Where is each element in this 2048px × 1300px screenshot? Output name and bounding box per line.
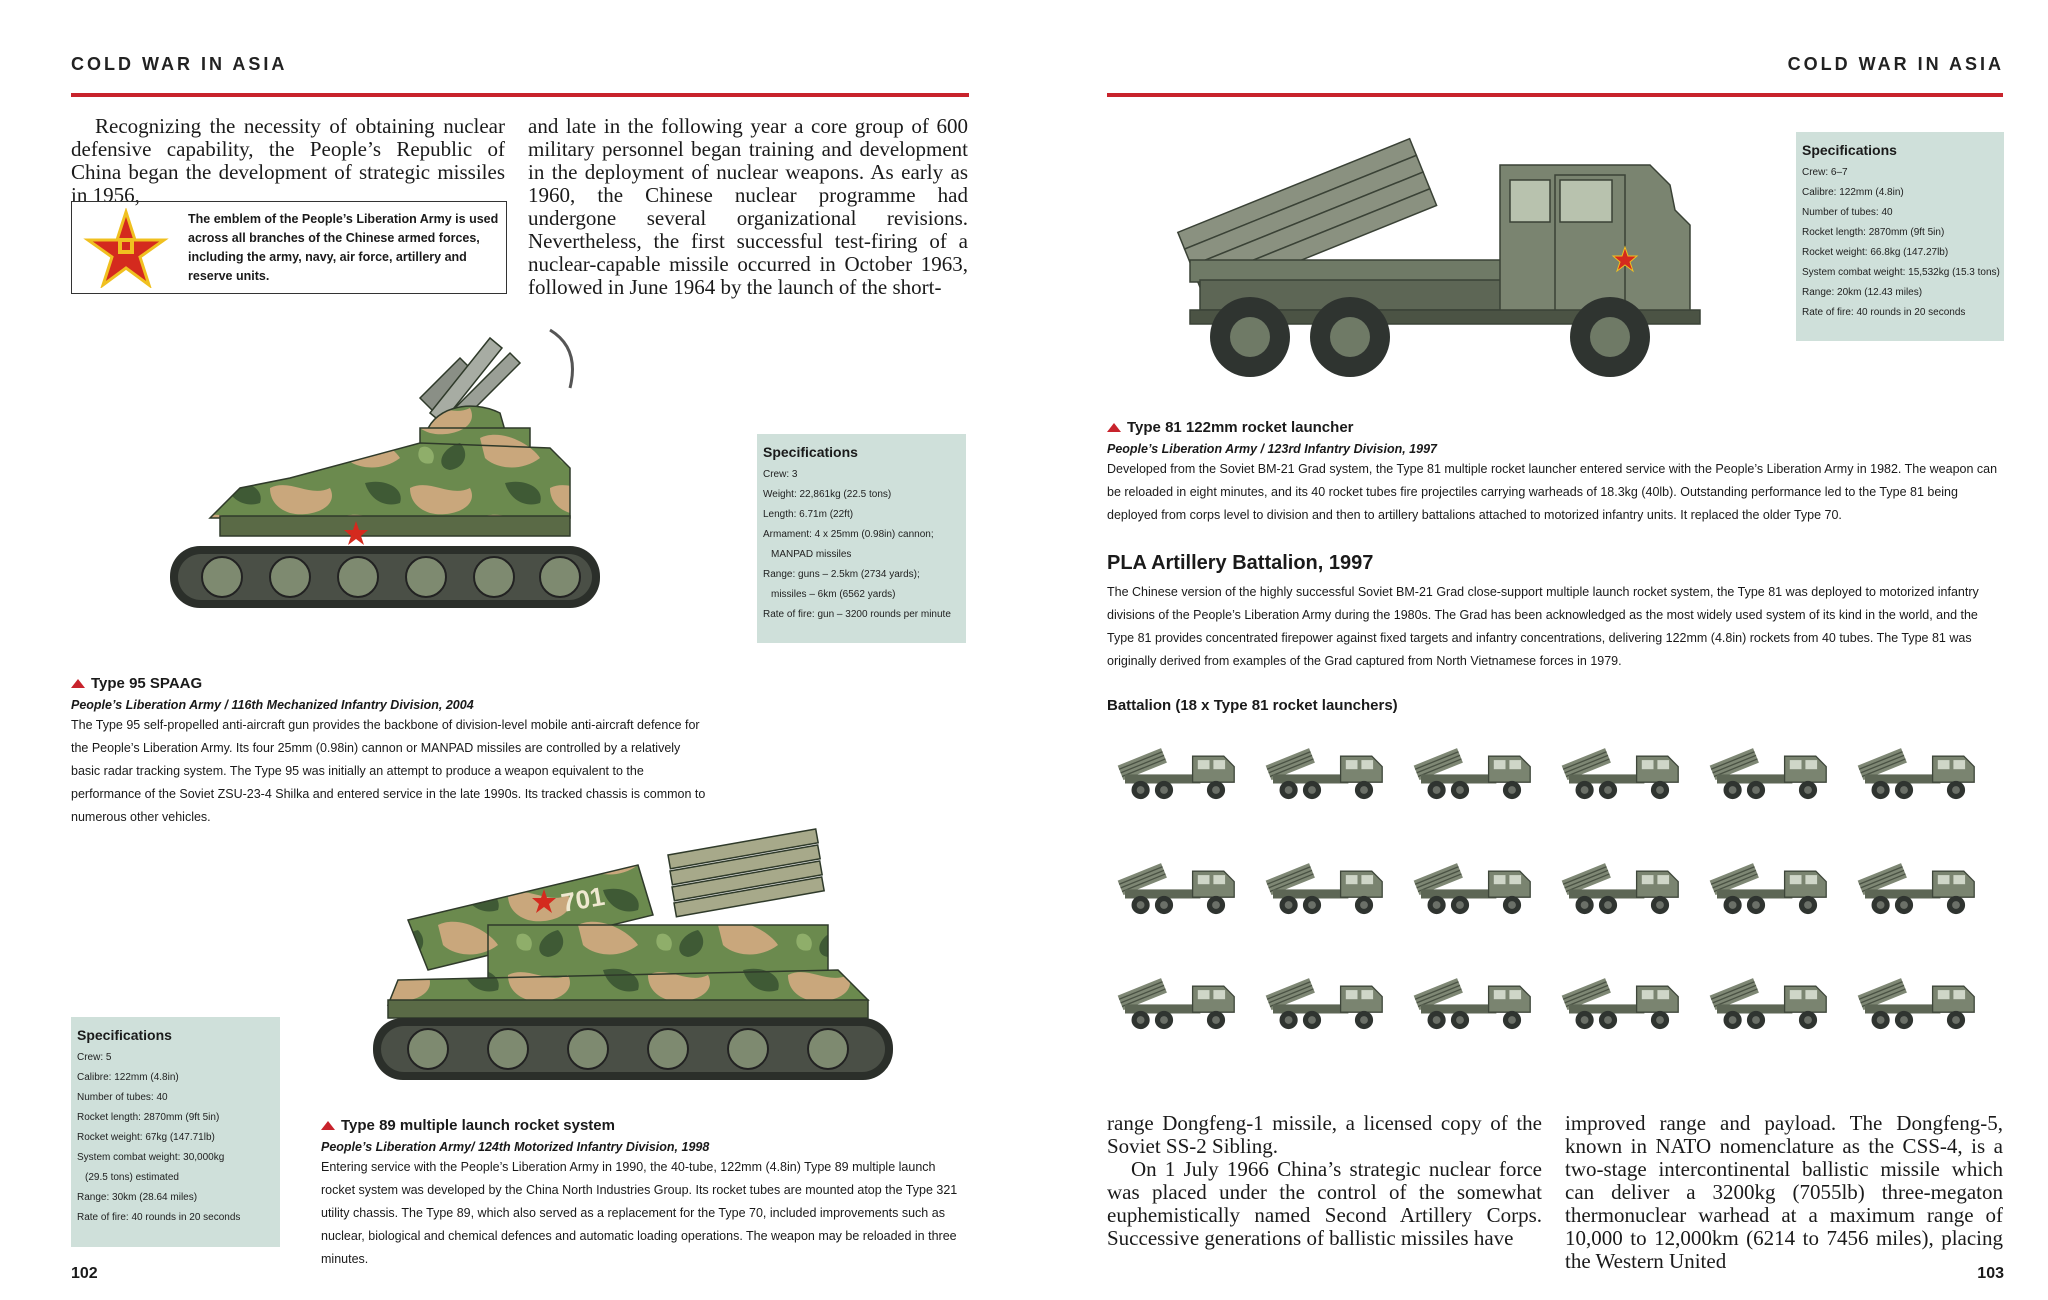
- spec-line: Rocket weight: 67kg (147.71lb): [77, 1132, 215, 1143]
- type95-caption: Type 95 SPAAG People’s Liberation Army /…: [71, 675, 711, 829]
- spec-line: Length: 6.71m (22ft): [763, 509, 854, 520]
- type95-spaag-illustration: [170, 328, 600, 608]
- body-column-left-1: Recognizing the necessity of obtaining n…: [71, 115, 505, 207]
- caption-subtitle: People’s Liberation Army / 123rd Infantr…: [1107, 442, 1437, 456]
- spec-line: Armament: 4 x 25mm (0.98in) cannon;: [763, 529, 934, 540]
- body-paragraph: and late in the following year a core gr…: [528, 114, 968, 299]
- running-head-left: COLD WAR IN ASIA: [71, 54, 288, 74]
- type81-caption: Type 81 122mm rocket launcher People’s L…: [1107, 419, 2003, 527]
- type81-vehicle-icon: [1112, 853, 1242, 918]
- type81-vehicle-icon: [1852, 968, 1982, 1033]
- spec-line: (29.5 tons) estimated: [85, 1172, 179, 1183]
- type81-vehicle-icon: [1112, 968, 1242, 1033]
- spec-line: Crew: 5: [77, 1052, 112, 1063]
- type89-caption: Type 89 multiple launch rocket system Pe…: [321, 1117, 967, 1271]
- page-number-right: 103: [1977, 1265, 2004, 1282]
- spec-line: missiles – 6km (6562 yards): [771, 589, 896, 600]
- type81-vehicle-icon: [1704, 968, 1834, 1033]
- caption-body: Developed from the Soviet BM-21 Grad sys…: [1107, 462, 1998, 522]
- spec-line: Rate of fire: 40 rounds in 20 seconds: [77, 1212, 241, 1223]
- pla-emblem-icon: [83, 207, 169, 288]
- spec-line: System combat weight: 15,532kg (15.3 ton…: [1802, 267, 2000, 278]
- type89-spec-box: Specifications Crew: 5 Calibre: 122mm (4…: [71, 1017, 280, 1247]
- caption-title: Type 89 multiple launch rocket system: [341, 1117, 615, 1134]
- header-rule-right: [1107, 93, 2003, 97]
- spec-line: Crew: 3: [763, 469, 798, 480]
- spec-line: Rocket length: 2870mm (9ft 5in): [77, 1112, 220, 1123]
- spec-line: Calibre: 122mm (4.8in): [77, 1072, 179, 1083]
- type81-vehicle-icon: [1112, 738, 1242, 803]
- spec-line: Rate of fire: gun – 3200 rounds per minu…: [763, 609, 951, 620]
- type81-vehicle-icon: [1556, 968, 1686, 1033]
- wheels: [1210, 297, 1650, 377]
- type81-spec-box: Specifications Crew: 6–7 Calibre: 122mm …: [1796, 132, 2004, 341]
- emblem-caption: The emblem of the People’s Liberation Ar…: [188, 211, 499, 283]
- type81-vehicle-icon: [1852, 853, 1982, 918]
- spec-line: Crew: 6–7: [1802, 167, 1848, 178]
- emblem-callout: The emblem of the People’s Liberation Ar…: [71, 201, 507, 294]
- type81-vehicle-icon: [1556, 853, 1686, 918]
- type89-mlrs-illustration: 701: [373, 828, 893, 1080]
- caption-title: Type 81 122mm rocket launcher: [1127, 419, 1354, 436]
- type95-spec-box: Specifications Crew: 3 Weight: 22,861kg …: [757, 434, 966, 643]
- body-paragraph: Recognizing the necessity of obtaining n…: [71, 114, 505, 207]
- body-column-left-2: and late in the following year a core gr…: [528, 115, 968, 299]
- spec-line: Rocket length: 2870mm (9ft 5in): [1802, 227, 1945, 238]
- type81-vehicle-icon: [1556, 738, 1686, 803]
- type81-vehicle-icon: [1408, 968, 1538, 1033]
- body-paragraph: On 1 July 1966 China’s strategic nuclear…: [1107, 1157, 1542, 1250]
- caption-body: The Type 95 self-propelled anti-aircraft…: [71, 718, 706, 824]
- spec-line: Calibre: 122mm (4.8in): [1802, 187, 1904, 198]
- header-rule-left: [71, 93, 969, 97]
- spec-line: Weight: 22,861kg (22.5 tons): [763, 489, 892, 500]
- spec-line: System combat weight: 30,000kg: [77, 1152, 225, 1163]
- tracks: [170, 546, 600, 608]
- spec-title: Specifications: [77, 1027, 172, 1043]
- caption-subtitle: People’s Liberation Army/ 124th Motorize…: [321, 1140, 710, 1154]
- spec-title: Specifications: [763, 444, 858, 460]
- caption-title: Type 95 SPAAG: [91, 675, 203, 692]
- tracks: [373, 1018, 893, 1080]
- type81-vehicle-icon: [1704, 853, 1834, 918]
- caption-subtitle: People’s Liberation Army / 116th Mechani…: [71, 698, 474, 712]
- hull-number: 701: [559, 881, 607, 918]
- battalion-body: The Chinese version of the highly succes…: [1107, 585, 1979, 668]
- type81-rocket-launcher-illustration: [1176, 137, 1701, 377]
- red-triangle-icon: [321, 1121, 335, 1130]
- body-paragraph: improved range and payload. The Dongfeng…: [1565, 1111, 2003, 1273]
- body-column-right-1: range Dongfeng-1 missile, a licensed cop…: [1107, 1112, 1542, 1250]
- battalion-heading: PLA Artillery Battalion, 1997: [1107, 552, 1374, 574]
- spec-line: Range: 30km (28.64 miles): [77, 1192, 198, 1203]
- battalion-subheading: Battalion (18 x Type 81 rocket launchers…: [1107, 697, 1398, 714]
- caption-body: Entering service with the People’s Liber…: [321, 1160, 958, 1266]
- type81-vehicle-icon: [1704, 738, 1834, 803]
- spec-line: Rocket weight: 66.8kg (147.27lb): [1802, 247, 1949, 258]
- type81-vehicle-icon: [1408, 853, 1538, 918]
- spec-line: Number of tubes: 40: [1802, 207, 1893, 218]
- spec-line: MANPAD missiles: [771, 549, 852, 560]
- spec-line: Range: guns – 2.5km (2734 yards);: [763, 569, 920, 580]
- spec-line: Rate of fire: 40 rounds in 20 seconds: [1802, 307, 1966, 318]
- spec-title: Specifications: [1802, 142, 1897, 158]
- page-number-left: 102: [71, 1265, 98, 1282]
- running-head-right: COLD WAR IN ASIA: [1787, 54, 2004, 74]
- spec-line: Range: 20km (12.43 miles): [1802, 287, 1923, 298]
- battalion-vehicle-grid: [1112, 738, 2000, 1088]
- red-triangle-icon: [71, 679, 85, 688]
- red-triangle-icon: [1107, 423, 1121, 432]
- body-paragraph: range Dongfeng-1 missile, a licensed cop…: [1107, 1111, 1542, 1158]
- type81-vehicle-icon: [1260, 853, 1390, 918]
- type81-vehicle-icon: [1852, 738, 1982, 803]
- spec-line: Number of tubes: 40: [77, 1092, 168, 1103]
- type81-vehicle-icon: [1260, 968, 1390, 1033]
- type81-vehicle-icon: [1260, 738, 1390, 803]
- body-column-right-2: improved range and payload. The Dongfeng…: [1565, 1112, 2003, 1273]
- type81-vehicle-icon: [1408, 738, 1538, 803]
